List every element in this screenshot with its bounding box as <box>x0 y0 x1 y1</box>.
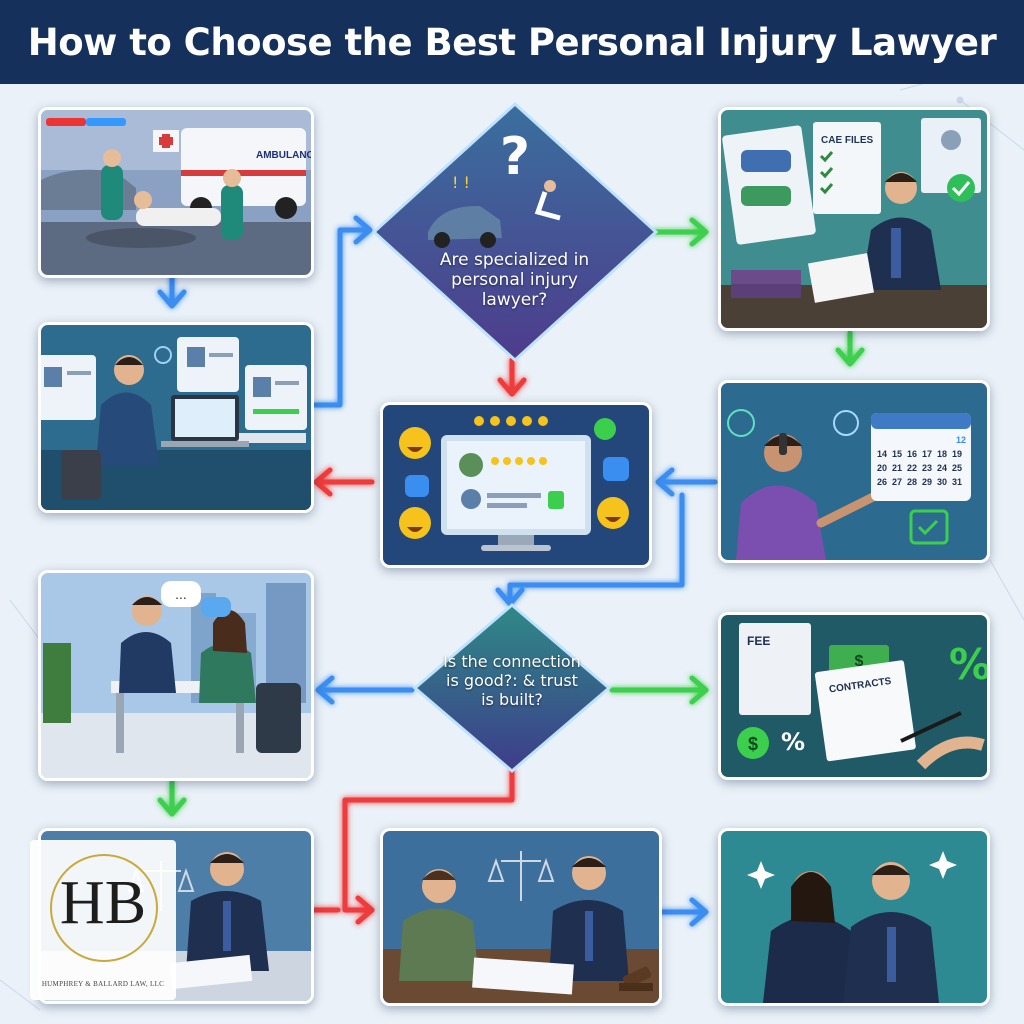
contract-icon: FEE $ CONTRACTS % $ % <box>721 615 987 777</box>
title-banner: How to Choose the Best Personal Injury L… <box>0 0 1024 84</box>
arrow-calendar-to-decision2 <box>495 492 685 607</box>
decision-trust-diamond <box>412 603 612 773</box>
arrow-decision-to-reviews <box>497 357 527 397</box>
arrow-research-to-decision <box>312 215 373 408</box>
calendar-day: 23 <box>922 463 932 473</box>
calendar-day: 21 <box>892 463 902 473</box>
svg-text:$: $ <box>748 734 758 754</box>
arrow-calendar-to-reviews <box>655 467 718 497</box>
calendar-day: 24 <box>937 463 947 473</box>
calendar-icon: 12 14 15 16 17 18 19 20 21 22 23 24 25 26 27 28 29 30 31 <box>721 383 987 560</box>
consultation-meeting-panel: ... <box>38 570 314 781</box>
calendar-day-highlight: 12 <box>956 435 966 445</box>
arrow-accident-to-research <box>157 272 187 309</box>
decision-specialized-text: Are specialized in personal injury lawye… <box>439 250 590 310</box>
svg-text:! !: ! ! <box>452 173 470 192</box>
svg-text:%: % <box>949 640 987 689</box>
calendar-day: 19 <box>952 449 962 459</box>
arrow-decision-to-files <box>649 217 709 247</box>
fees-contracts-panel: FEE $ CONTRACTS % $ % <box>718 612 990 780</box>
logo-firm-name: HUMPHREY & BALLARD LAW, LLC <box>41 980 165 988</box>
logo-initials: HB <box>59 869 147 937</box>
star-icon <box>383 405 649 565</box>
firm-logo: HB HUMPHREY & BALLARD LAW, LLC <box>30 840 176 1000</box>
decision-trust-text: Is the connection is good?: & trust is b… <box>443 652 581 709</box>
calendar-day: 29 <box>922 477 932 487</box>
arrow-files-to-calendar <box>835 330 865 367</box>
speech-bubble-icon: ... <box>41 573 311 778</box>
calendar-day: 20 <box>877 463 887 473</box>
calendar-day: 16 <box>907 449 917 459</box>
arrow-meeting-to-signing <box>157 779 187 817</box>
calendar-day: 15 <box>892 449 902 459</box>
arrow-agreement-to-success <box>657 897 709 927</box>
calendar-day: 30 <box>937 477 947 487</box>
accident-scene-panel: AMBULANCE <box>38 107 314 278</box>
calendar-day: 28 <box>907 477 917 487</box>
svg-text:%: % <box>781 728 805 756</box>
schedule-consultation-panel: 12 14 15 16 17 18 19 20 21 22 23 24 25 26 27 28 29 30 31 <box>718 380 990 563</box>
svg-text:FEE: FEE <box>747 634 770 648</box>
ambulance-icon: AMBULANCE <box>41 110 311 275</box>
calendar-day: 31 <box>952 477 962 487</box>
reviews-ratings-panel <box>380 402 652 568</box>
arrow-decision2-to-agreement <box>342 767 515 925</box>
scales-icon <box>41 831 311 1001</box>
success-team-panel <box>718 828 990 1006</box>
svg-text:$: $ <box>855 653 864 670</box>
logo-ring <box>50 854 158 962</box>
agreement-panel <box>380 828 662 1006</box>
signing-panel <box>38 828 314 1004</box>
laptop-icon <box>41 325 311 510</box>
calendar-day: 25 <box>952 463 962 473</box>
calendar-day: 27 <box>892 477 902 487</box>
page-title: How to Choose the Best Personal Injury L… <box>27 20 997 64</box>
svg-text:...: ... <box>175 586 187 602</box>
online-research-panel <box>38 322 314 513</box>
question-mark-icon: ? <box>500 127 530 187</box>
sparkle-icon <box>721 831 987 1003</box>
arrow-decision2-to-fees <box>609 675 709 705</box>
calendar-day: 14 <box>877 449 887 459</box>
arrow-decision2-to-meeting <box>315 675 415 705</box>
calendar-day: 17 <box>922 449 932 459</box>
calendar-day: 18 <box>937 449 947 459</box>
svg-text:AMBULANCE: AMBULANCE <box>256 150 311 161</box>
document-icon: CAE FILES <box>721 110 987 328</box>
case-files-panel: CAE FILES <box>718 107 990 331</box>
svg-text:CAE FILES: CAE FILES <box>821 135 874 146</box>
calendar-day: 26 <box>877 477 887 487</box>
gavel-icon <box>383 831 659 1003</box>
calendar-day: 22 <box>907 463 917 473</box>
decision-specialized-diamond: ? ! ! <box>371 101 659 363</box>
arrow-reviews-to-research <box>313 467 375 497</box>
